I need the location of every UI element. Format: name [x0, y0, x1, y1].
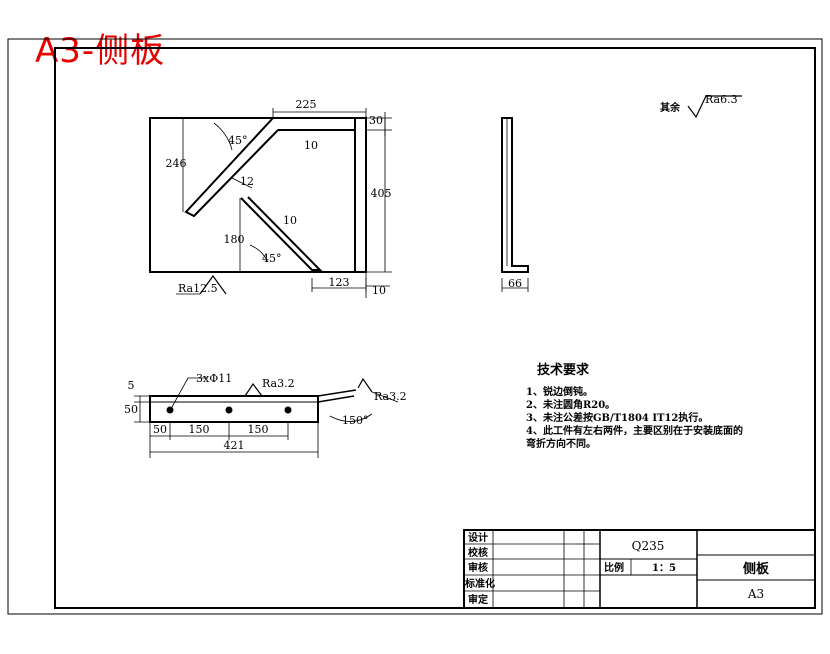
- dim-123: 123: [329, 276, 350, 289]
- dim-12: 12: [240, 175, 254, 188]
- scale-label: 比例: [604, 561, 624, 574]
- title-block: [463, 529, 816, 609]
- dim-150-angle: 150°: [342, 414, 369, 427]
- rest-roughness: 其余 Ra6.3: [660, 93, 742, 119]
- tech-req-title: 技术要求: [537, 362, 590, 378]
- roughness-top-view: Ra12.5: [178, 282, 218, 295]
- material: Q235: [632, 539, 665, 553]
- rest-roughness-value: Ra6.3: [705, 93, 738, 106]
- sheet-title: A3-侧板: [35, 31, 166, 71]
- top-flange: [273, 117, 356, 131]
- row-design: 设计: [468, 531, 488, 544]
- rest-roughness-label: 其余: [660, 101, 681, 114]
- dim-45-lower: 45°: [262, 252, 282, 265]
- top-view: [149, 108, 392, 298]
- hole-label: 3xΦ11: [196, 372, 232, 385]
- roughness-bottom-1: Ra3.2: [262, 377, 295, 390]
- part-name: 侧板: [743, 561, 770, 577]
- inner-frame: [54, 47, 816, 609]
- row-check: 校核: [468, 546, 488, 559]
- tech-requirements: 技术要求 1、锐边倒钝。 2、未注圆角R20。 3、未注公差按GB/T1804 …: [526, 362, 743, 450]
- dim-50-vertical: 50: [124, 403, 138, 416]
- diagonal-brace-upper: [184, 117, 279, 218]
- side-view: [501, 117, 529, 292]
- bottom-view-dimensions: 3xΦ11 5 50 50 150 150 421 150° Ra3.2 Ra3…: [124, 372, 407, 452]
- plate-outline: [149, 117, 367, 273]
- scale-value: 1：5: [652, 563, 676, 574]
- tech-req-item-3: 3、未注公差按GB/T1804 IT12执行。: [526, 411, 708, 424]
- tech-req-item-2: 2、未注圆角R20。: [526, 398, 615, 411]
- title-block-text: 设计 校核 审核 标准化 审定 Q235 比例 1：5 侧板 A3: [464, 531, 770, 606]
- tech-req-item-4: 4、此工件有左右两件，主要区别在于安装底面的: [526, 424, 743, 437]
- dim-66: 66: [508, 277, 522, 290]
- dim-405: 405: [371, 187, 392, 200]
- dim-180: 180: [224, 233, 245, 246]
- sheet-size: A3: [747, 587, 764, 601]
- bottom-view: [134, 377, 399, 458]
- row-approve: 审定: [468, 593, 488, 606]
- tech-req-item-5: 弯折方向不同。: [526, 437, 596, 450]
- dim-10-bottom: 10: [372, 284, 386, 297]
- dim-10-upper: 10: [304, 139, 318, 152]
- tech-req-item-1: 1、锐边倒钝。: [526, 385, 593, 398]
- dim-10-lower: 10: [283, 214, 297, 227]
- dim-45-upper: 45°: [228, 134, 248, 147]
- row-standard: 标准化: [464, 577, 495, 590]
- diagonal-brace-lower: [240, 196, 323, 271]
- dim-246: 246: [166, 157, 187, 170]
- dim-421: 421: [224, 439, 245, 452]
- dim-150-b: 150: [248, 423, 269, 436]
- dim-150-a: 150: [189, 423, 210, 436]
- row-review: 审核: [468, 561, 488, 574]
- roughness-bottom-2: Ra3.2: [374, 390, 407, 403]
- dim-50: 50: [153, 423, 167, 436]
- dim-225: 225: [296, 98, 317, 111]
- top-view-dimensions: 225 30 45° 246 10 12 405 180 10 45° 123 …: [166, 98, 392, 297]
- dim-5: 5: [128, 379, 135, 392]
- dim-30: 30: [369, 114, 383, 127]
- outer-border: [7, 38, 823, 615]
